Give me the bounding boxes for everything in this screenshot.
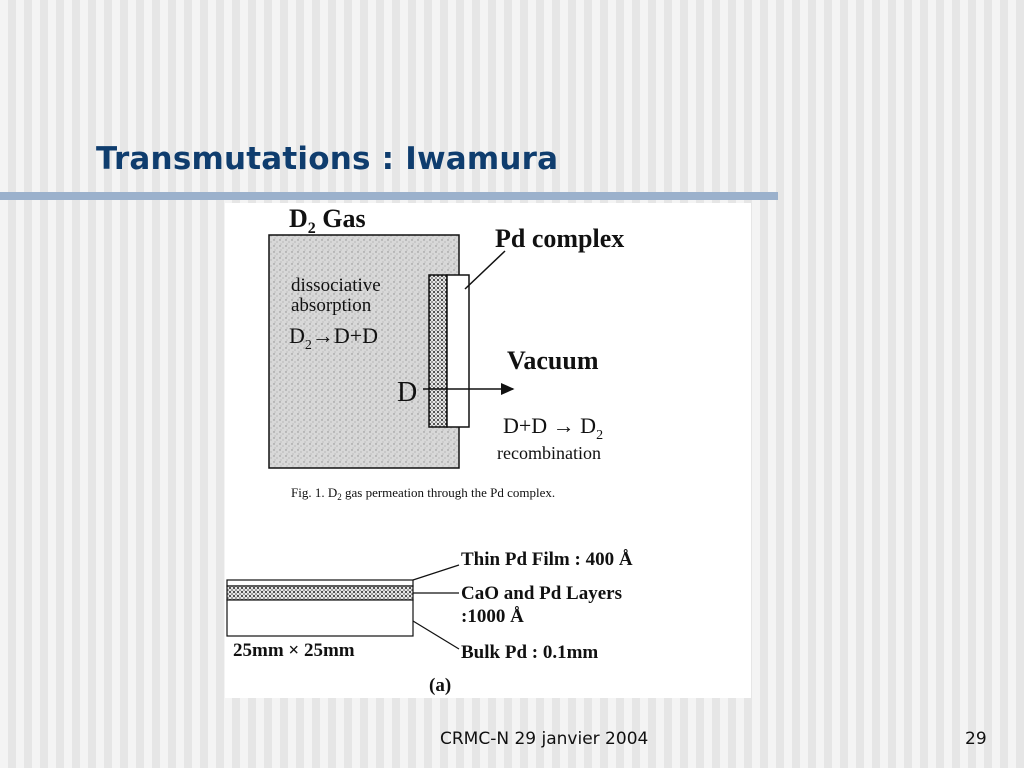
dissociative-label: dissociative: [291, 275, 381, 296]
recombination-reaction: D+D → D2: [503, 413, 603, 443]
cao-pd-layers: [226, 585, 414, 601]
figure1-caption: Fig. 1. D2 gas permeation through the Pd…: [291, 485, 555, 502]
pd-porous-layer: [428, 274, 448, 428]
d2-gas-label: D2 Gas: [289, 204, 366, 237]
gas-chamber: [268, 234, 460, 469]
cao-layers-label: CaO and Pd Layers: [461, 583, 622, 604]
vacuum-label: Vacuum: [507, 346, 599, 375]
title-divider: [0, 192, 778, 200]
bulk-pd-label: Bulk Pd : 0.1mm: [461, 642, 598, 663]
thin-pd-film-layer: [226, 579, 414, 587]
pd-complex-label: Pd complex: [495, 224, 624, 253]
bulk-pd-layer: [226, 599, 414, 637]
page-number: 29: [965, 729, 987, 749]
figure-image: D2 Gas Pd complex dissociative absorptio…: [225, 203, 751, 698]
recombination-label: recombination: [497, 443, 601, 463]
d-atom-label: D: [397, 377, 417, 408]
pd-bulk-layer: [446, 274, 470, 428]
pd-complex-leader: [464, 250, 506, 290]
dissociation-reaction: D2→D+D: [289, 323, 378, 353]
cao-thickness-label: :1000 Å: [461, 606, 524, 627]
slide-title: Transmutations : Iwamura: [96, 141, 559, 177]
thin-film-leader: [412, 564, 460, 581]
absorption-label: absorption: [291, 295, 372, 316]
panel-label: (a): [429, 675, 451, 696]
permeation-diagram: D2 Gas Pd complex dissociative absorptio…: [226, 204, 633, 696]
bulk-leader: [412, 620, 460, 650]
footer-event-date: CRMC-N 29 janvier 2004: [440, 729, 649, 749]
sample-size-label: 25mm × 25mm: [233, 640, 355, 661]
thin-film-label: Thin Pd Film : 400 Å: [461, 549, 633, 570]
